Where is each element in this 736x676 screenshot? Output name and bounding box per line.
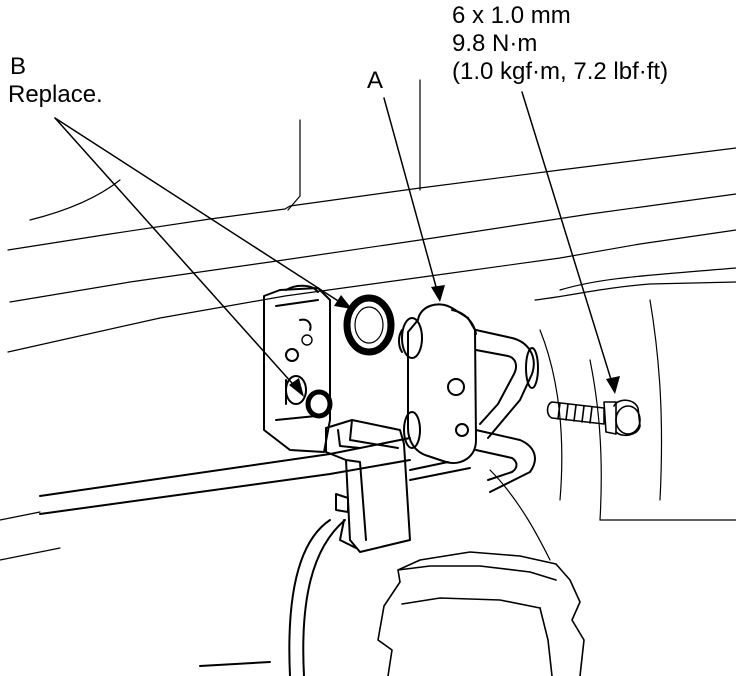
harness-connector [325,419,411,553]
bolt-size-label: 6 x 1.0 mm [452,2,571,29]
bolt-torque-alt-label: (1.0 kgf·m, 7.2 lbf·ft) [452,58,669,85]
o-ring-lower [305,389,333,419]
wire-harness [39,437,411,676]
pipe-joint-flange [398,303,477,464]
o-ring-upper [343,294,395,356]
body-panel-lines [0,79,736,561]
leader-arrowheads [289,285,620,397]
callout-a-letter: A [367,67,384,94]
mounting-bracket [263,284,331,453]
callout-b-letter: B [10,53,27,80]
callout-b-note: Replace. [8,81,103,108]
bolt-torque-label: 9.8 N·m [452,30,538,57]
leader-lines [54,91,614,393]
refrigerant-pipes [409,329,539,493]
bolt [546,399,641,437]
lower-housing [377,551,585,676]
